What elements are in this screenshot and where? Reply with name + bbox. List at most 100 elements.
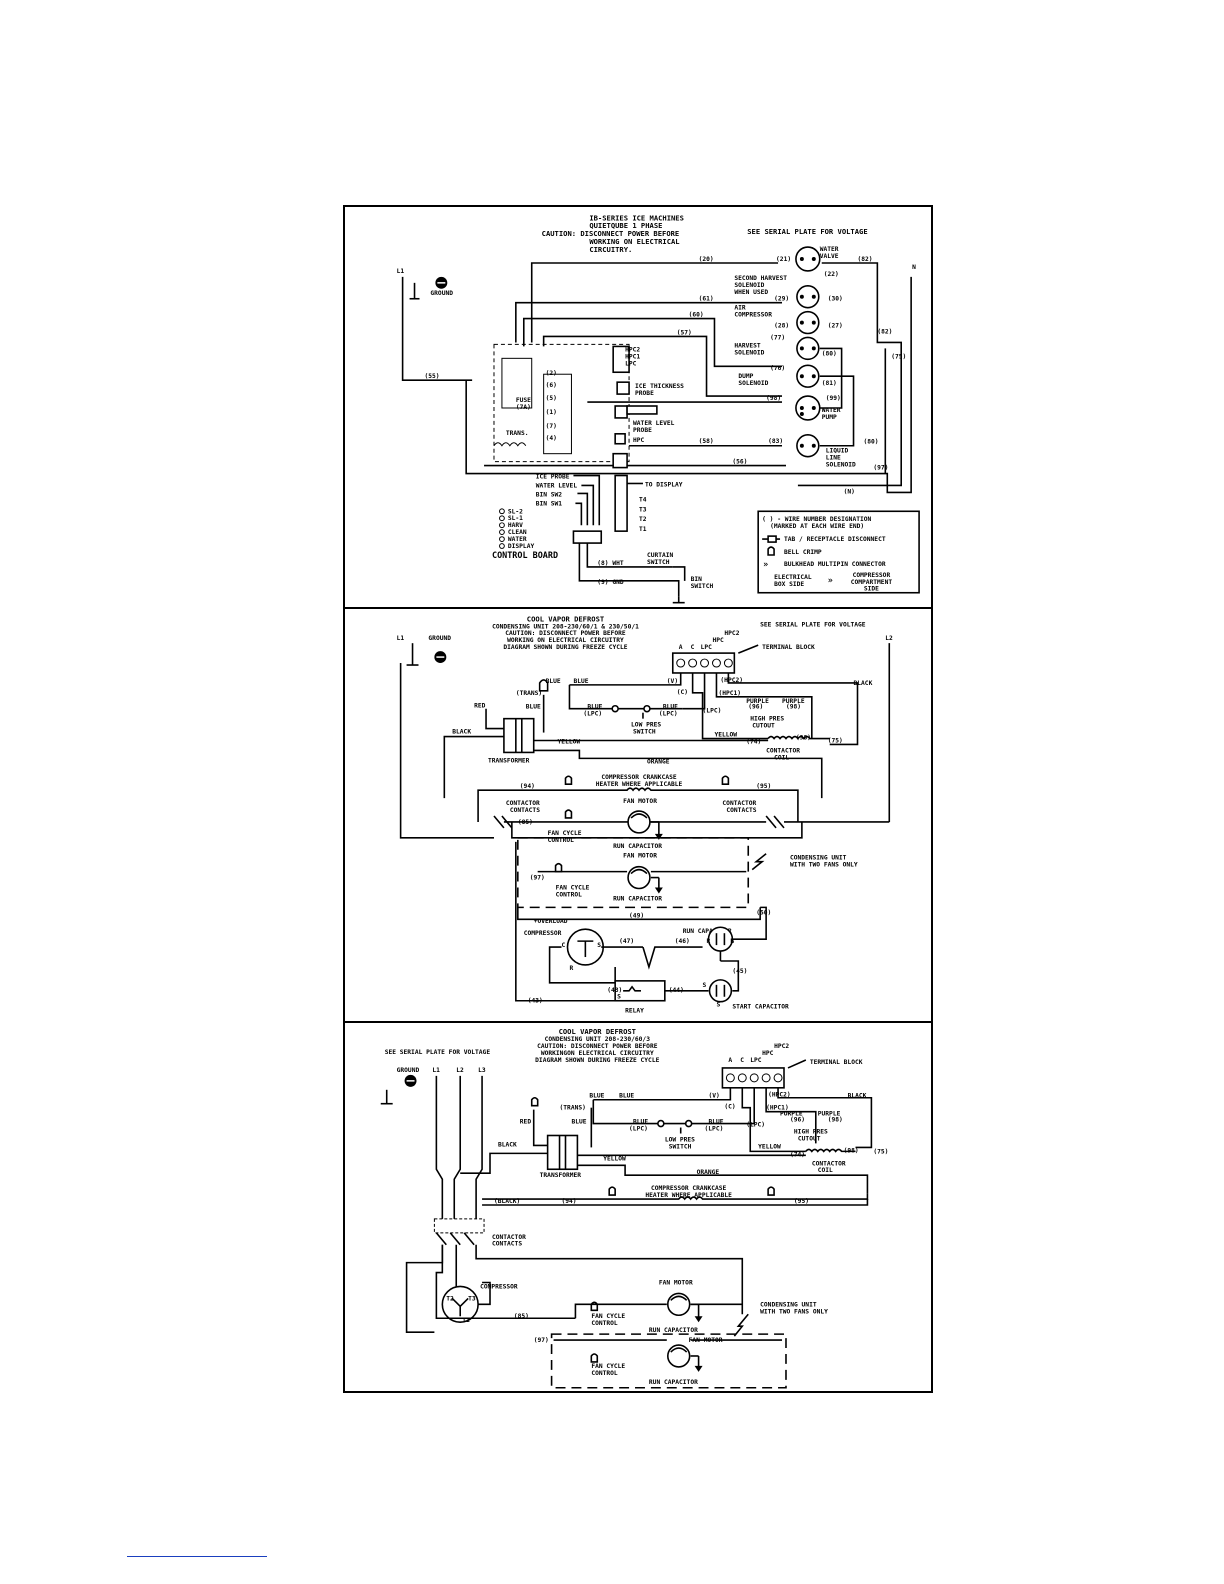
p1-wire-20: (20) [699, 256, 714, 263]
p3-high-pres-l2: CUTOUT [798, 1135, 821, 1142]
p2-black-left: BLACK [452, 729, 471, 736]
p2-contactor-l-l1: CONTACTOR [506, 800, 540, 807]
p1-wire-77: (77) [770, 334, 785, 341]
p2-condensing-l1: CONDENSING UNIT [790, 855, 847, 862]
p2-blue-lpc-l: BLUE [587, 704, 602, 711]
p1-legend-comp-l1: COMPRESSOR [853, 572, 891, 579]
p1-serial-note: SEE SERIAL PLATE FOR VOLTAGE [747, 227, 867, 236]
p2-hpc2-wire: (HPC2) [720, 677, 743, 684]
p2-fan-cycle-1-l2: CONTROL [548, 837, 575, 844]
p1-air-comp-l1: AIR [734, 305, 746, 312]
p2-start-cap-label: START CAPACITOR [732, 1004, 789, 1011]
p2-term-lpc: LPC [701, 644, 713, 651]
p2-v-wire: (V) [667, 678, 678, 685]
p1-led-display: DISPLAY [508, 543, 535, 550]
p3-crankcase-l2: HEATER WHERE APPLICABLE [645, 1192, 732, 1199]
p1-wire-57: (57) [677, 329, 692, 336]
p2-transformer-label: TRANSFORMER [488, 757, 530, 764]
p3-hpc2-wire: (HPC2) [768, 1092, 791, 1099]
p2-hpc1-wire: (HPC1) [718, 690, 741, 697]
p2-orange-label: ORANGE [647, 758, 670, 765]
p2-high-pres-l2: CUTOUT [752, 723, 775, 730]
p3-orange-label: ORANGE [697, 1169, 720, 1176]
p1-legend-bulkhead: BULKHEAD MULTIPIN CONNECTOR [784, 561, 886, 568]
p3-compressor-label: COMPRESSOR [480, 1283, 518, 1290]
p1-water-pump-l1: WATER [822, 407, 841, 414]
p1-terminal-t4: T4 [639, 496, 647, 503]
p3-black-wire: (BLACK) [494, 1198, 520, 1205]
p3-wire-96: (96) [790, 1117, 805, 1124]
p3-terminal-block-label: TERMINAL BLOCK [810, 1059, 863, 1066]
p2-run-cap-2: RUN CAPACITOR [613, 895, 662, 902]
p1-to-display: TO DISPLAY [645, 481, 683, 488]
p1-wire-58: (58) [699, 438, 714, 445]
p1-fuse-l1: FUSE [516, 397, 531, 404]
p1-input-ice-probe: ICE PROBE [536, 474, 570, 481]
p2-wire-43: (43) [528, 998, 543, 1005]
p1-liquid-line-l1: LIQUID [826, 448, 849, 455]
p2-wire-97: (97) [530, 875, 545, 882]
p2-lpc-right: (LPC) [703, 708, 722, 715]
p2-wire-94: (94) [520, 783, 535, 790]
p1-wire-60: (60) [689, 312, 704, 319]
p3-blue-top-r: BLUE [619, 1093, 634, 1100]
p1-wire-82: (82) [858, 256, 873, 263]
p2-high-pres-l1: HIGH PRES [750, 716, 784, 723]
p1-wire-30: (30) [828, 296, 843, 303]
p1-pin-4: (4) [546, 435, 557, 442]
p2-blue-mid: BLUE [526, 704, 541, 711]
p2-condensing-l2: WITH TWO FANS ONLY [790, 862, 858, 869]
p1-hpc-label: HPC [633, 437, 645, 444]
p1-header-line2: QUIETQUBE 1 PHASE [589, 221, 662, 230]
p1-wire-21: (21) [776, 256, 791, 263]
p2-l1-label: L1 [397, 635, 405, 642]
p1-legend-bell-icon [767, 546, 775, 556]
p2-fan-motor-1-icon [627, 810, 663, 840]
p3-purple-right: PURPLE [818, 1111, 841, 1118]
p2-contactor-coil-l1: CONTACTOR [766, 747, 800, 754]
p1-wire-9-gnd: (9) GND [597, 579, 624, 586]
p2-contactor-r-l1: CONTACTOR [722, 800, 756, 807]
p2-comp-c: C [562, 942, 566, 949]
p2-blue-top-right: BLUE [573, 678, 588, 685]
p2-purple-left: PURPLE [746, 698, 769, 705]
p2-run-capacitor-icon [707, 926, 734, 952]
p3-fan-motor-1-icon [667, 1292, 703, 1323]
p1-wire-28: (28) [774, 323, 789, 330]
p3-transformer-label: TRANSFORMER [540, 1172, 582, 1179]
p2-wire-46: (46) [675, 938, 690, 945]
p2-trans-tag: (TRANS) [516, 690, 542, 697]
p2-crankcase-l1: COMPRESSOR CRANKCASE [601, 774, 676, 781]
panel-condensing-unit-3ph: COOL VAPOR DEFROST CONDENSING UNIT 208-2… [345, 1023, 931, 1391]
p1-legend-tab-icon [762, 535, 781, 543]
p3-v-wire: (V) [709, 1093, 720, 1100]
p1-hpc1-label: HPC1 [625, 353, 640, 360]
p2-ground-label: GROUND [428, 635, 451, 642]
p1-header-line1: IB-SERIES ICE MACHINES [589, 213, 684, 222]
p3-wire-85: (85) [514, 1313, 529, 1320]
p3-header-line2: CONDENSING UNIT 208-230/60/3 [545, 1036, 651, 1043]
p3-contactor-l2: CONTACTS [492, 1241, 522, 1248]
p2-wire-96: (96) [748, 704, 763, 711]
p1-legend-elec-l1: ELECTRICAL [774, 574, 812, 581]
p2-low-pres-switch-icon [611, 704, 651, 719]
p2-wire-47: (47) [619, 938, 634, 945]
p1-harvest-sol-l1: HARVEST [734, 342, 761, 349]
p3-fan-motor-2-icon [667, 1344, 703, 1372]
p3-black-right: BLACK [848, 1093, 867, 1100]
p2-crankcase-l2: HEATER WHERE APPLICABLE [596, 781, 683, 788]
p1-water-level-l1: WATER LEVEL [633, 420, 675, 427]
p1-pin-7: (7) [546, 423, 557, 430]
p1-input-bin-sw1: BIN SW1 [536, 500, 563, 507]
p1-air-compressor-icon [796, 310, 820, 335]
p1-curtain-l2: SWITCH [647, 559, 670, 566]
p3-serial-note: SEE SERIAL PLATE FOR VOLTAGE [385, 1049, 491, 1056]
p1-legend-comp-l2: COMPARTMENT [851, 579, 893, 586]
p1-water-pump-icon [795, 395, 821, 421]
p3-comp-t3: T3 [468, 1295, 476, 1302]
p2-red-label: RED [474, 703, 486, 710]
p1-terminal-t2: T2 [639, 516, 647, 523]
p2-lpc-left: (LPC) [583, 711, 602, 718]
p1-terminal-t3: T3 [639, 506, 647, 513]
p2-purple-right: PURPLE [782, 698, 805, 705]
